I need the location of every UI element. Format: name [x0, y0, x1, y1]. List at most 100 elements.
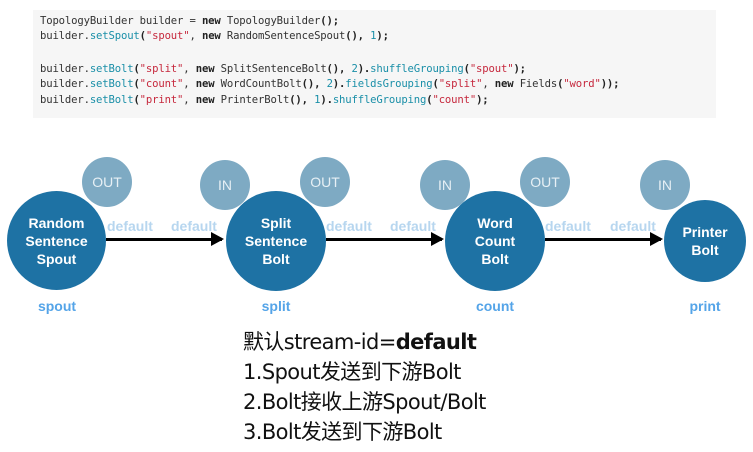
- code-token: RandomSentenceSpout: [220, 30, 346, 42]
- code-token: "split": [139, 63, 184, 75]
- code-token: ).: [320, 94, 333, 106]
- note-prefix: 默认stream-id=: [243, 330, 396, 354]
- code-line: builder.setSpout("spout", new RandomSent…: [40, 30, 389, 43]
- arrowhead-icon: [211, 232, 224, 246]
- code-token: (: [557, 78, 564, 90]
- code-line: builder.setBolt("split", new SplitSenten…: [40, 63, 526, 76]
- node-label: Count: [474, 233, 516, 249]
- code-token: TopologyBuilder builder =: [40, 15, 202, 27]
- code-line: builder.setBolt("count", new WordCountBo…: [40, 78, 620, 91]
- code-token: );: [376, 30, 389, 42]
- code-token: 1: [370, 30, 377, 42]
- code-token: ,: [183, 94, 196, 106]
- code-token: shuffleGrouping: [332, 94, 427, 106]
- component-id-print: print: [689, 298, 721, 314]
- code-token: setSpout: [89, 30, 140, 42]
- out-bubble-spout: OUT: [82, 157, 132, 207]
- in-label: IN: [438, 177, 452, 193]
- code-token: );: [476, 94, 489, 106]
- code-token: (: [139, 30, 146, 42]
- code-token: ).: [332, 78, 346, 90]
- code-token: SplitSentenceBolt: [214, 63, 327, 75]
- code-block: TopologyBuilder builder = new TopologyBu…: [33, 10, 716, 118]
- code-token: Fields: [513, 78, 558, 90]
- code-token: TopologyBuilder: [220, 15, 321, 27]
- code-token: ();: [320, 15, 339, 27]
- component-id-count: count: [475, 298, 515, 314]
- code-token: PrinterBolt: [214, 94, 290, 106]
- code-line: TopologyBuilder builder = new TopologyBu…: [40, 15, 339, 28]
- code-token: setBolt: [89, 63, 134, 75]
- node-label: Printer: [682, 224, 728, 240]
- code-token: new: [195, 63, 215, 75]
- node-label: Spout: [36, 250, 77, 267]
- in-bubble-print: IN: [640, 160, 690, 210]
- code-token: "word": [563, 78, 601, 90]
- code-token: new: [201, 30, 221, 42]
- note-line-3: 3.Bolt发送到下游Bolt: [243, 420, 442, 444]
- node-label: Random: [28, 214, 85, 231]
- code-token: (),: [345, 30, 371, 42]
- code-token: (: [133, 78, 140, 90]
- stream-label-spout-out: default: [107, 218, 153, 234]
- code-token: (: [463, 63, 470, 75]
- arrowhead-icon: [431, 232, 444, 246]
- node-label: Split: [260, 215, 292, 231]
- code-token: fieldsGrouping: [345, 78, 433, 90]
- node-word-count-bolt: Word Count Bolt: [445, 191, 545, 291]
- code-token: (: [432, 78, 439, 90]
- code-token: (),: [326, 63, 352, 75]
- code-token: (: [426, 94, 433, 106]
- node-random-sentence-spout: Random Sentence Spout: [7, 191, 106, 290]
- code-token: builder.: [40, 94, 90, 106]
- node-label: Bolt: [262, 251, 290, 267]
- code-token: "spout": [145, 30, 190, 42]
- code-token: shuffleGrouping: [370, 63, 464, 75]
- code-token: ).: [357, 63, 371, 75]
- component-id-spout: spout: [37, 298, 77, 314]
- arrow-split-to-count: [326, 232, 444, 246]
- code-token: ));: [600, 78, 620, 90]
- code-token: ,: [183, 63, 196, 75]
- code-token: 2: [326, 78, 333, 90]
- arrow-spout-to-split: [106, 232, 224, 246]
- note-line-2: 2.Bolt接收上游Spout/Bolt: [243, 390, 486, 414]
- note-line-1: 1.Spout发送到下游Bolt: [243, 360, 461, 384]
- code-token: "count": [139, 78, 184, 90]
- code-token: setBolt: [89, 78, 134, 90]
- code-token: new: [494, 78, 514, 90]
- code-token: "count": [432, 94, 477, 106]
- component-id-split: split: [261, 298, 291, 314]
- code-token: (),: [301, 78, 327, 90]
- code-token: new: [195, 78, 215, 90]
- notes-text: 默认stream-id=default 1.Spout发送到下游Bolt 2.B…: [243, 327, 486, 447]
- code-token: (: [133, 63, 140, 75]
- in-bubble-split: IN: [200, 160, 250, 210]
- node-split-sentence-bolt: Split Sentence Bolt: [226, 191, 326, 291]
- code-token: setBolt: [89, 94, 134, 106]
- code-token: ,: [189, 30, 202, 42]
- note-default-value: default: [395, 330, 477, 354]
- stream-label-split-out: default: [326, 218, 372, 234]
- note-default-stream-id: 默认stream-id=default: [243, 327, 486, 357]
- code-token: "spout": [469, 63, 514, 75]
- code-token: (: [133, 94, 140, 106]
- node-label: Sentence: [244, 233, 308, 249]
- code-token: builder.: [40, 78, 90, 90]
- code-token: 2: [351, 63, 358, 75]
- stream-label-split-in: default: [171, 218, 217, 234]
- out-bubble-split: OUT: [300, 157, 350, 207]
- out-label: OUT: [310, 174, 340, 190]
- stream-label-print-in: default: [610, 218, 656, 234]
- code-token: builder.: [40, 30, 90, 42]
- out-label: OUT: [92, 174, 122, 190]
- node-printer-bolt: Printer Bolt: [664, 200, 746, 282]
- out-bubble-count: OUT: [520, 157, 570, 207]
- node-label: Bolt: [481, 251, 509, 267]
- in-bubble-count: IN: [420, 160, 470, 210]
- code-token: builder.: [40, 63, 90, 75]
- code-token: new: [201, 15, 221, 27]
- node-label: Bolt: [691, 242, 719, 258]
- code-token: WordCountBolt: [214, 78, 302, 90]
- arrowhead-icon: [650, 232, 663, 246]
